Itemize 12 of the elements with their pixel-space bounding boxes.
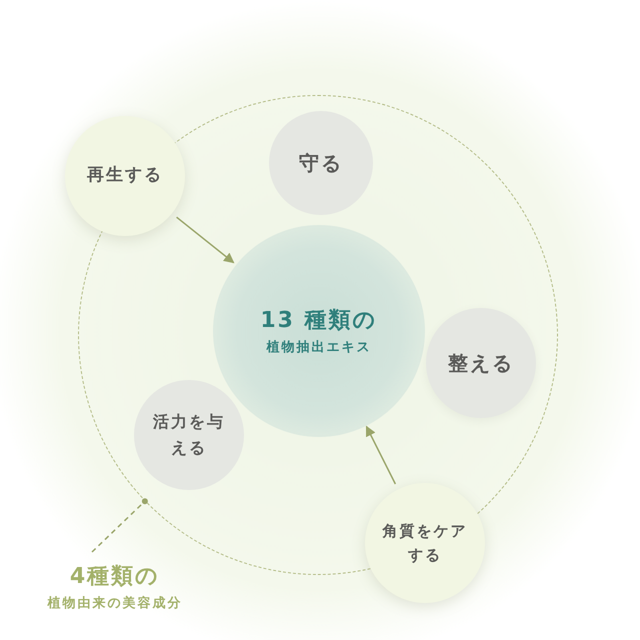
heading-text: 4種類の (70, 563, 160, 591)
node-label: 守る (299, 150, 343, 177)
node-label: 角質をケアする (381, 521, 468, 566)
node-label: 整える (448, 350, 514, 377)
subtitle-text: 植物由来の美容成分 (48, 594, 182, 614)
node-label: 再生する (87, 164, 163, 188)
arrow (176, 216, 234, 264)
subtitle-text: 植物抽出エキス (266, 339, 372, 358)
node-label: 活力を与える (152, 411, 226, 459)
arrow (366, 426, 396, 484)
leader-line (91, 498, 148, 553)
heading-text: 13 種類の (260, 307, 378, 335)
